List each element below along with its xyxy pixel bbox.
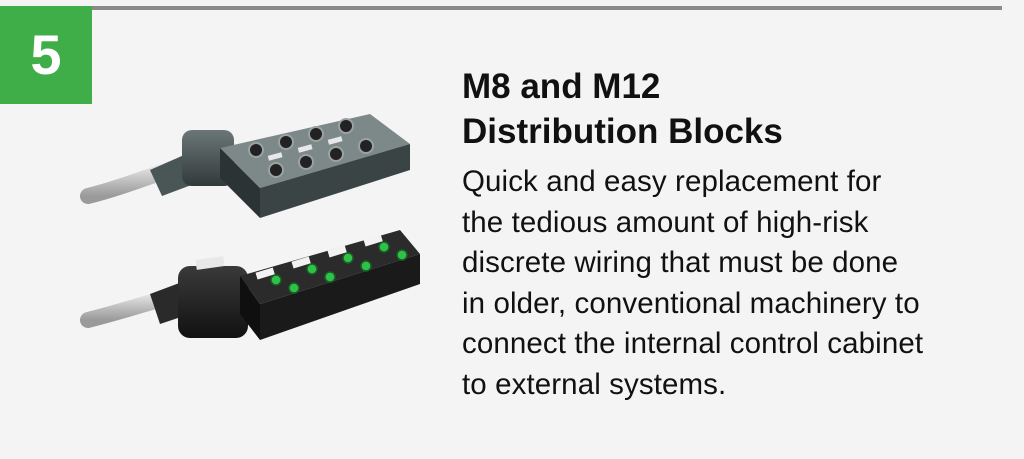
m12-block-illustration <box>80 114 410 218</box>
description-line: in older, conventional machinery to <box>462 286 920 320</box>
feature-title-line: M8 and M12 <box>462 67 661 106</box>
feature-description: Quick and easy replacement for the tedio… <box>462 162 1007 405</box>
description-line: to external systems. <box>462 367 727 401</box>
description-line: the tedious amount of high-risk <box>462 205 869 239</box>
feature-title: M8 and M12 Distribution Blocks <box>462 64 1007 154</box>
feature-text: M8 and M12 Distribution Blocks Quick and… <box>462 64 1007 405</box>
m8-block-illustration <box>80 230 420 340</box>
description-line: Quick and easy replacement for <box>462 165 882 198</box>
step-number: 5 <box>30 23 62 86</box>
distribution-blocks-image <box>80 114 420 340</box>
feature-title-line: Distribution Blocks <box>462 112 783 151</box>
description-line: connect the internal control cabinet <box>462 327 924 360</box>
description-line: discrete wiring that must be done <box>462 246 899 279</box>
step-number-badge: 5 <box>0 6 92 104</box>
top-divider <box>90 6 1002 10</box>
